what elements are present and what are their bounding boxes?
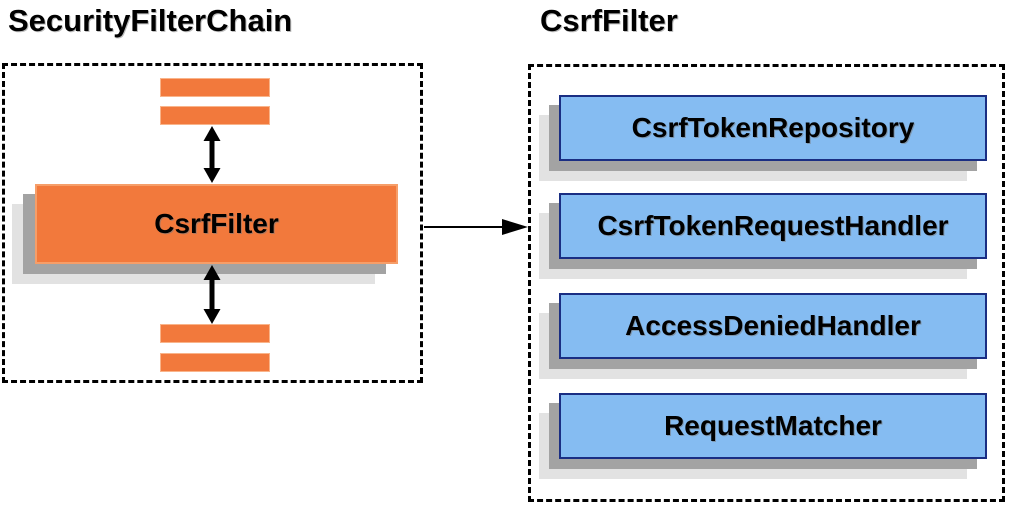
filter-placeholder-bar xyxy=(160,106,270,125)
security-filter-chain-boundary xyxy=(2,63,423,383)
double-headed-arrow-icon xyxy=(203,126,221,183)
component-node-label: RequestMatcher xyxy=(664,410,882,441)
right-panel-title: CsrfFilter xyxy=(540,3,678,38)
component-node-label: CsrfTokenRepository xyxy=(631,112,915,143)
csrf-filter-node-label: CsrfFilter xyxy=(154,208,279,239)
csrf-filter-node: CsrfFilter xyxy=(35,184,398,264)
right-arrow-icon xyxy=(424,219,528,235)
component-node-label: CsrfTokenRequestHandler xyxy=(597,210,949,241)
left-panel-title: SecurityFilterChain xyxy=(8,3,293,38)
component-node-csrf-token-request-handler: CsrfTokenRequestHandler xyxy=(559,193,987,259)
filter-placeholder-bar xyxy=(160,324,270,343)
double-headed-arrow-icon xyxy=(203,265,221,324)
component-node-label: AccessDeniedHandler xyxy=(625,310,921,341)
component-node-access-denied-handler: AccessDeniedHandler xyxy=(559,293,987,359)
component-node-csrf-token-repository: CsrfTokenRepository xyxy=(559,95,987,161)
csrf-filter-boundary xyxy=(528,64,1005,502)
component-node-request-matcher: RequestMatcher xyxy=(559,393,987,459)
filter-placeholder-bar xyxy=(160,353,270,372)
filter-placeholder-bar xyxy=(160,78,270,97)
